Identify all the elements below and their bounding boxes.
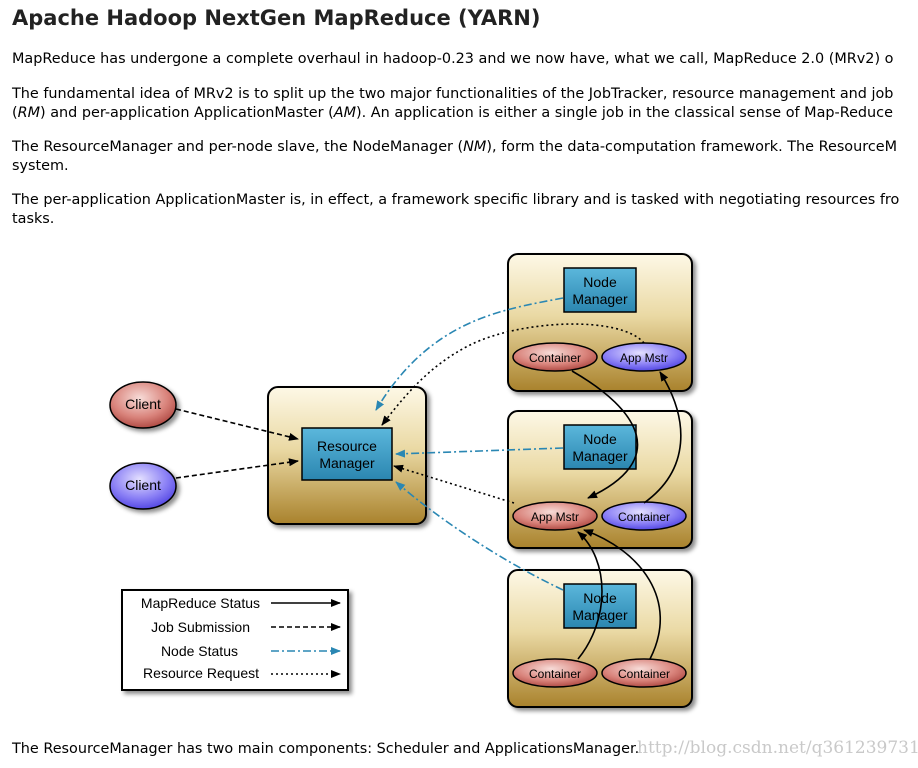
nm-abbreviation: NM xyxy=(463,139,487,155)
node-box-1: Node Manager Container App Mstr xyxy=(507,253,693,392)
footer-paragraph: The ResourceManager has two main compone… xyxy=(12,741,640,757)
client-label: Client xyxy=(125,477,161,493)
mapreduce-status-arrow xyxy=(583,529,661,660)
container-label: Container xyxy=(529,667,581,681)
container-label: Container xyxy=(529,351,581,365)
job-submission-arrow xyxy=(175,408,299,441)
resource-manager-box: Resource Manager xyxy=(267,386,427,525)
container-ellipse xyxy=(601,501,687,531)
resource-manager-label: Manager xyxy=(319,455,375,471)
mrv2-paragraph-line-1: The fundamental idea of MRv2 is to split… xyxy=(12,86,894,102)
am-paragraph-line-2: tasks. xyxy=(12,211,55,227)
intro-paragraph: MapReduce has undergone a complete overh… xyxy=(12,51,894,67)
container-ellipse xyxy=(512,342,598,372)
text-fragment: ). An application is either a single job… xyxy=(356,105,893,121)
text-fragment: The ResourceManager and per-node slave, … xyxy=(12,139,464,155)
container-label: Container xyxy=(618,510,670,524)
node-manager-box xyxy=(563,424,637,470)
resource-manager-label: Resource xyxy=(317,438,377,454)
page-title: Apache Hadoop NextGen MapReduce (YARN) xyxy=(12,6,541,30)
mapreduce-status-arrow xyxy=(643,371,682,504)
mapreduce-status-arrow xyxy=(577,531,603,660)
rm-nm-paragraph-line-2: system. xyxy=(12,158,69,174)
mapreduce-status-arrow xyxy=(571,370,639,499)
node-box-3: Node Manager Container Container xyxy=(507,569,693,708)
text-fragment: ) and per-application ApplicationMaster … xyxy=(40,105,334,121)
node-status-arrow xyxy=(395,447,564,458)
node-manager-label: Node xyxy=(583,431,617,447)
client-red xyxy=(109,381,177,429)
app-master-label: App Mstr xyxy=(620,351,668,365)
client-label: Client xyxy=(125,396,161,412)
node-status-arrow xyxy=(395,481,564,591)
rm-abbreviation: RM xyxy=(17,105,41,121)
legend: MapReduce Status Job Submission Node Sta… xyxy=(121,589,349,691)
container-ellipse xyxy=(512,658,598,688)
rm-nm-paragraph-line-1: The ResourceManager and per-node slave, … xyxy=(12,138,897,157)
container-ellipse xyxy=(601,658,687,688)
client-purple xyxy=(109,462,177,510)
node-manager-box xyxy=(563,267,637,313)
legend-label: Node Status xyxy=(161,643,238,659)
mrv2-paragraph-line-2: (RM) and per-application ApplicationMast… xyxy=(12,104,893,123)
resource-request-arrow xyxy=(381,323,645,426)
node-manager-label: Node xyxy=(583,274,617,290)
app-master-label: App Mstr xyxy=(531,510,579,524)
resource-manager-inner xyxy=(301,427,393,481)
resource-request-arrow xyxy=(393,464,515,504)
am-abbreviation: AM xyxy=(333,105,357,121)
text-fragment: ), form the data-computation framework. … xyxy=(486,139,898,155)
legend-label: Job Submission xyxy=(151,619,250,635)
node-manager-label: Manager xyxy=(572,607,628,623)
job-submission-arrow xyxy=(175,458,299,479)
watermark: http://blog.csdn.net/q361239731 xyxy=(637,738,918,758)
node-manager-label: Manager xyxy=(572,291,628,307)
legend-label: MapReduce Status xyxy=(141,595,260,611)
node-box-2: Node Manager App Mstr Container xyxy=(507,410,693,549)
text-fragment: ( xyxy=(12,105,18,121)
node-manager-label: Node xyxy=(583,590,617,606)
legend-label: Resource Request xyxy=(143,665,259,681)
am-paragraph-line-1: The per-application ApplicationMaster is… xyxy=(12,192,900,208)
container-label: Container xyxy=(618,667,670,681)
node-manager-box xyxy=(563,583,637,629)
node-status-arrow xyxy=(375,297,564,411)
node-manager-label: Manager xyxy=(572,448,628,464)
app-master-ellipse xyxy=(512,501,598,531)
